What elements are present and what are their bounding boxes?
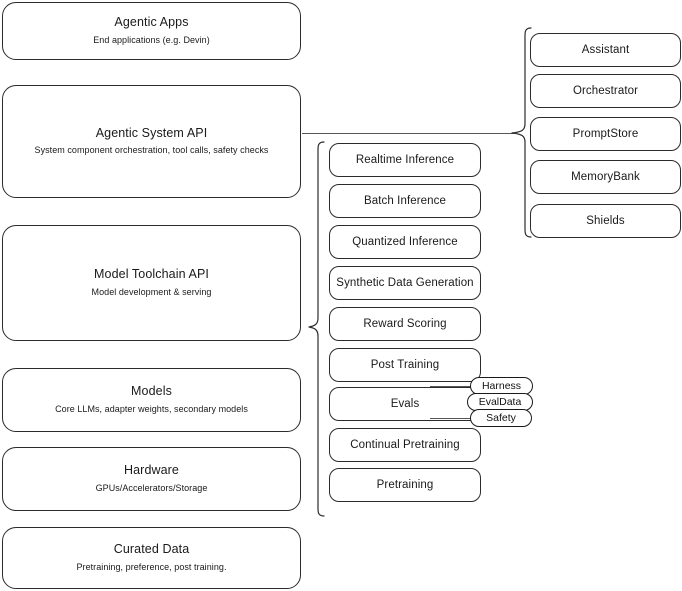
capability-label: Quantized Inference <box>352 235 458 248</box>
capability-box-pretraining[interactable]: Pretraining <box>329 468 481 502</box>
layer-title: Agentic System API <box>95 125 208 140</box>
capability-box-post-training[interactable]: Post Training <box>329 348 481 382</box>
capability-label: Reward Scoring <box>363 317 447 330</box>
capability-box-batch-inference[interactable]: Batch Inference <box>329 184 481 218</box>
capability-label: Evals <box>390 397 420 410</box>
capability-label: Realtime Inference <box>355 153 455 166</box>
evals-pill-safety[interactable]: Safety <box>470 409 532 427</box>
component-label: Shields <box>586 214 625 227</box>
capability-box-evals[interactable]: Evals <box>329 387 481 421</box>
layer-box-models[interactable]: Models Core LLMs, adapter weights, secon… <box>2 368 301 432</box>
component-box-shields[interactable]: Shields <box>530 204 681 238</box>
layer-title: Curated Data <box>113 542 190 557</box>
layer-subtitle: Model development & serving <box>91 286 212 297</box>
layer-subtitle: Pretraining, preference, post training. <box>76 561 227 572</box>
layer-subtitle: System component orchestration, tool cal… <box>34 145 269 156</box>
capability-label: Synthetic Data Generation <box>336 276 474 289</box>
layer-title: Hardware <box>124 463 179 478</box>
component-box-assistant[interactable]: Assistant <box>530 33 681 67</box>
layer-box-model-toolchain-api[interactable]: Model Toolchain API Model development & … <box>2 225 301 341</box>
component-box-memorybank[interactable]: MemoryBank <box>530 160 681 194</box>
capability-box-realtime-inference[interactable]: Realtime Inference <box>329 143 481 177</box>
component-label: Orchestrator <box>572 84 639 97</box>
layer-subtitle: End applications (e.g. Devin) <box>93 34 210 45</box>
layer-box-agentic-apps[interactable]: Agentic Apps End applications (e.g. Devi… <box>2 2 301 60</box>
evals-pill-label: Harness <box>481 380 522 392</box>
evals-pill-label: EvalData <box>478 396 522 408</box>
capability-box-synthetic-data-generation[interactable]: Synthetic Data Generation <box>329 266 481 300</box>
evals-pill-label: Safety <box>486 412 516 424</box>
capability-label: Pretraining <box>376 478 434 491</box>
capability-label: Batch Inference <box>363 194 447 207</box>
brace-system-components <box>511 26 533 241</box>
layer-title: Agentic Apps <box>114 15 189 30</box>
layer-box-hardware[interactable]: Hardware GPUs/Accelerators/Storage <box>2 447 301 511</box>
connector-line-safety <box>430 418 476 419</box>
component-label: Assistant <box>581 43 630 56</box>
layer-subtitle: Core LLMs, adapter weights, secondary mo… <box>55 403 248 414</box>
capability-box-continual-pretraining[interactable]: Continual Pretraining <box>329 428 481 462</box>
capability-label: Continual Pretraining <box>350 438 460 451</box>
component-box-orchestrator[interactable]: Orchestrator <box>530 74 681 108</box>
layer-title: Model Toolchain API <box>94 267 209 282</box>
capability-box-reward-scoring[interactable]: Reward Scoring <box>329 307 481 341</box>
connector-line-harness <box>430 386 476 387</box>
component-label: PromptStore <box>572 127 639 140</box>
layer-box-curated-data[interactable]: Curated Data Pretraining, preference, po… <box>2 527 301 589</box>
capability-box-quantized-inference[interactable]: Quantized Inference <box>329 225 481 259</box>
evals-pill-evaldata[interactable]: EvalData <box>467 393 533 411</box>
layer-title: Models <box>131 384 172 399</box>
capability-label: Post Training <box>370 358 440 371</box>
component-label: MemoryBank <box>571 170 640 183</box>
brace-toolchain-capabilities <box>304 140 326 520</box>
component-box-promptstore[interactable]: PromptStore <box>530 117 681 151</box>
layer-box-agentic-system-api[interactable]: Agentic System API System component orch… <box>2 85 301 198</box>
layer-subtitle: GPUs/Accelerators/Storage <box>95 482 208 493</box>
connector-line-system-api <box>302 133 514 134</box>
